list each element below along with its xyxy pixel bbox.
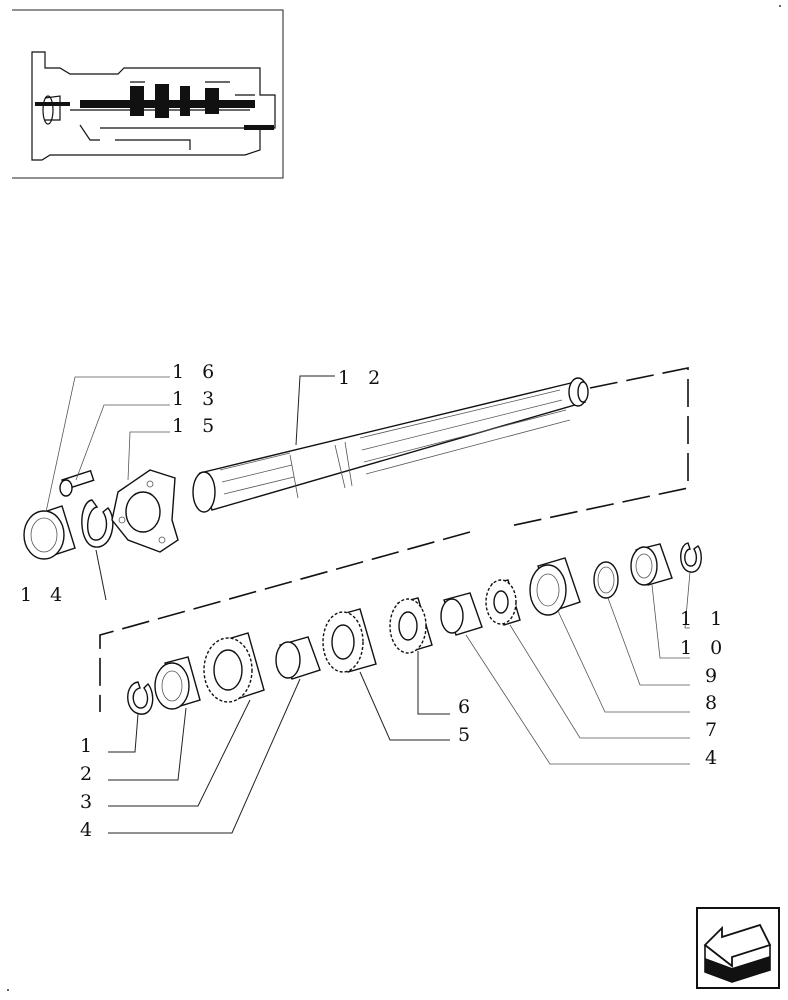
label-14: 1 4 xyxy=(20,584,68,606)
transmission-section-thumbnail xyxy=(12,9,284,179)
label-15: 1 5 xyxy=(172,415,220,437)
label-2: 2 xyxy=(80,763,98,785)
assembly-outline-upper xyxy=(509,367,689,527)
part-13-bolt xyxy=(59,469,95,497)
part-16-bushing xyxy=(23,505,76,560)
part-2-bearing xyxy=(154,656,201,710)
part-5-gear xyxy=(322,608,377,673)
part-15-flange-plate xyxy=(111,469,179,553)
previous-page-arrow-icon[interactable] xyxy=(696,907,780,989)
part-14-circlip xyxy=(81,499,114,548)
part-3-gear xyxy=(203,632,265,703)
label-7: 7 xyxy=(705,719,723,741)
part-4-sleeve-upper xyxy=(440,592,483,636)
part-9-spacer xyxy=(593,561,619,599)
label-16: 1 6 xyxy=(172,361,220,383)
leader-lines xyxy=(45,375,691,834)
part-10-bearing xyxy=(630,543,673,586)
label-10: 1 0 xyxy=(680,637,728,659)
assembly-outline-lower xyxy=(99,531,471,712)
part-7-gear xyxy=(485,579,521,626)
part-8-bearing xyxy=(529,557,581,616)
label-9: 9 xyxy=(705,665,723,687)
label-5: 5 xyxy=(458,724,476,746)
part-labels: 1 2 1 6 1 3 1 5 1 4 1 2 3 4 6 5 1 1 1 0 … xyxy=(20,361,728,841)
label-8: 8 xyxy=(705,692,723,714)
label-4-upper: 4 xyxy=(705,747,723,769)
label-6: 6 xyxy=(458,696,476,718)
part-6-gear xyxy=(389,597,433,654)
label-12: 1 2 xyxy=(338,367,386,389)
label-4-lower: 4 xyxy=(80,819,98,841)
part-4-sleeve-lower xyxy=(275,636,321,680)
label-1: 1 xyxy=(80,735,98,757)
label-3: 3 xyxy=(80,791,98,813)
part-11-snap-ring xyxy=(680,542,702,573)
label-11: 1 1 xyxy=(680,608,728,630)
label-13: 1 3 xyxy=(172,388,220,410)
part-1-snap-ring xyxy=(127,681,154,715)
part-12-shaft xyxy=(192,377,589,513)
